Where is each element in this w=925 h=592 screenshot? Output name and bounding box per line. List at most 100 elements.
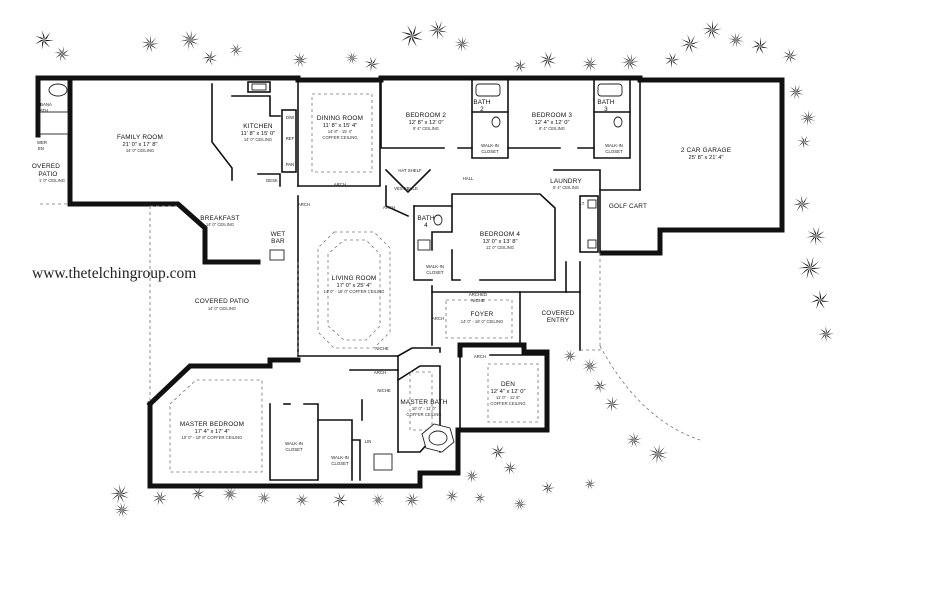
niche-bath-label: NICHE [375, 346, 389, 351]
family-room-name: FAMILY ROOM [117, 134, 163, 141]
foyer-ceiling: 14' 0" - 16' 0" CEILING [461, 319, 504, 324]
covered-patio-left-name-2: PATIO [38, 171, 57, 178]
plant-icon [593, 379, 607, 393]
plant-icon [428, 20, 448, 40]
plant-icon [621, 53, 639, 71]
master-bedroom-dim: 17' 4" x 17' 4" [194, 429, 229, 435]
master-bath-ceiling: 10' 0" - 11' 0" [412, 406, 437, 411]
plant-icon [292, 52, 308, 68]
lt-label: LT [580, 201, 585, 206]
plant-icon [202, 50, 218, 66]
bedroom3-ceiling: 9' 4" CEILING [539, 126, 565, 131]
shower-label: WER [37, 140, 47, 145]
plant-icon [191, 487, 205, 501]
bath4-name: BATH [417, 215, 435, 222]
wet-bar-name: WET [271, 231, 286, 238]
plant-icon [490, 444, 506, 460]
dining-room-ceiling-2: COFFER CEILING [322, 135, 357, 140]
covered-entry-name: COVERED [541, 310, 574, 317]
plant-icon [818, 326, 834, 342]
walkin-closet-2-name-2: CLOSET [481, 149, 499, 154]
covered-patio-left-name: OVERED [32, 163, 60, 170]
plant-icon [541, 481, 555, 495]
hat-shelf-name: HAT SHELF [398, 168, 422, 173]
kitchen-dim: 11' 8" x 15' 0" [241, 131, 276, 137]
garage-name: 2 CAR GARAGE [681, 147, 731, 154]
plant-icon [141, 35, 159, 53]
hall-name: HALL [463, 176, 474, 181]
exterior-walls [35, 75, 785, 489]
plant-icon [806, 226, 826, 246]
plant-icon [582, 56, 598, 72]
niche-master-label: NICHE [377, 388, 391, 393]
living-room-name: LIVING ROOM [332, 275, 377, 282]
walkin-closet-m1-name-2: CLOSET [285, 447, 303, 452]
golf-cart-name: GOLF CART [609, 203, 647, 210]
plant-icon [798, 256, 822, 280]
master-bedroom-name: MASTER BEDROOM [180, 421, 244, 428]
plant-icon [400, 24, 424, 48]
bedroom2-name: BEDROOM 2 [406, 112, 446, 119]
plant-icon [648, 444, 668, 464]
shower-label-2: EN [38, 146, 44, 151]
bedroom2-dim: 12' 8" x 12' 0" [408, 120, 443, 126]
fixtures [39, 83, 623, 471]
plant-icon [110, 484, 130, 504]
plant-icon [626, 432, 642, 448]
bedroom3-name: BEDROOM 3 [532, 112, 572, 119]
website-url: www.thetelchingroup.com [32, 265, 196, 282]
foyer-name: FOYER [470, 311, 493, 318]
walkin-closet-2-name: WALK-IN [481, 143, 499, 148]
plant-icon [782, 48, 798, 64]
walkin-closet-4-name-2: CLOSET [426, 270, 444, 275]
den-name: DEN [501, 381, 515, 388]
walkin-closet-3-name: WALK-IN [605, 143, 623, 148]
breakfast-name: BREAKFAST [200, 215, 239, 222]
plant-icon [229, 43, 243, 57]
laundry-name: LAUNDRY [550, 178, 582, 185]
walkin-closet-m2-name-2: CLOSET [331, 461, 349, 466]
master-bath-ceiling-2: COFFER CEILING [406, 412, 441, 417]
master-bath-name: MASTER BATH [400, 399, 447, 406]
plant-icon [582, 358, 598, 374]
plant-icon [513, 59, 527, 73]
walkin-closet-m2-name: WALK-IN [331, 455, 349, 460]
interior-walls [211, 79, 641, 481]
wet-bar-name-2: BAR [271, 238, 285, 245]
family-room-dim: 21' 0" x 17' 8" [122, 142, 157, 148]
plant-icon [54, 46, 70, 62]
plant-icon [563, 349, 577, 363]
plant-icon [513, 497, 527, 511]
plant-icon [345, 51, 359, 65]
plant-icon [751, 37, 769, 55]
laundry-ceiling: 9' 4" CEILING [553, 185, 579, 190]
dw-label: D/W [286, 115, 295, 120]
arched-niche-name-2: NICHE [471, 298, 485, 303]
arch-left-label: ARCH [298, 202, 310, 207]
landscaping-plants [35, 20, 834, 518]
plant-icon [664, 52, 680, 68]
living-room-ceiling: 14' 0" - 16' 0" COFFER CEILING [324, 289, 385, 294]
den-ceiling-2: COFFER CEILING [490, 401, 525, 406]
plant-icon [797, 135, 811, 149]
bedroom4-ceiling: 11' 0" CEILING [486, 245, 514, 250]
plant-icon [788, 84, 804, 100]
covered-patio-name: COVERED PATIO [195, 298, 249, 305]
walkin-closet-m1-name: WALK-IN [285, 441, 303, 446]
bath2-num: 2 [480, 106, 484, 113]
dining-room-name: DINING ROOM [317, 115, 363, 122]
bath3-num: 3 [604, 106, 608, 113]
ref-label: REF [286, 136, 295, 141]
covered-patio-left-ceiling: 1' 0" CEILING [39, 178, 65, 183]
arched-niche-name: ARCHED [469, 292, 487, 297]
dining-room-ceiling: 14' 8" - 15' 4" [328, 129, 353, 134]
plant-icon [152, 490, 168, 506]
plant-icon [728, 32, 744, 48]
arch-vestibule-label: ARCH [383, 205, 395, 210]
plant-icon [257, 491, 271, 505]
plant-icon [474, 492, 486, 504]
plant-icon [404, 492, 420, 508]
bath3-name: BATH [597, 99, 615, 106]
plant-icon [35, 30, 54, 50]
